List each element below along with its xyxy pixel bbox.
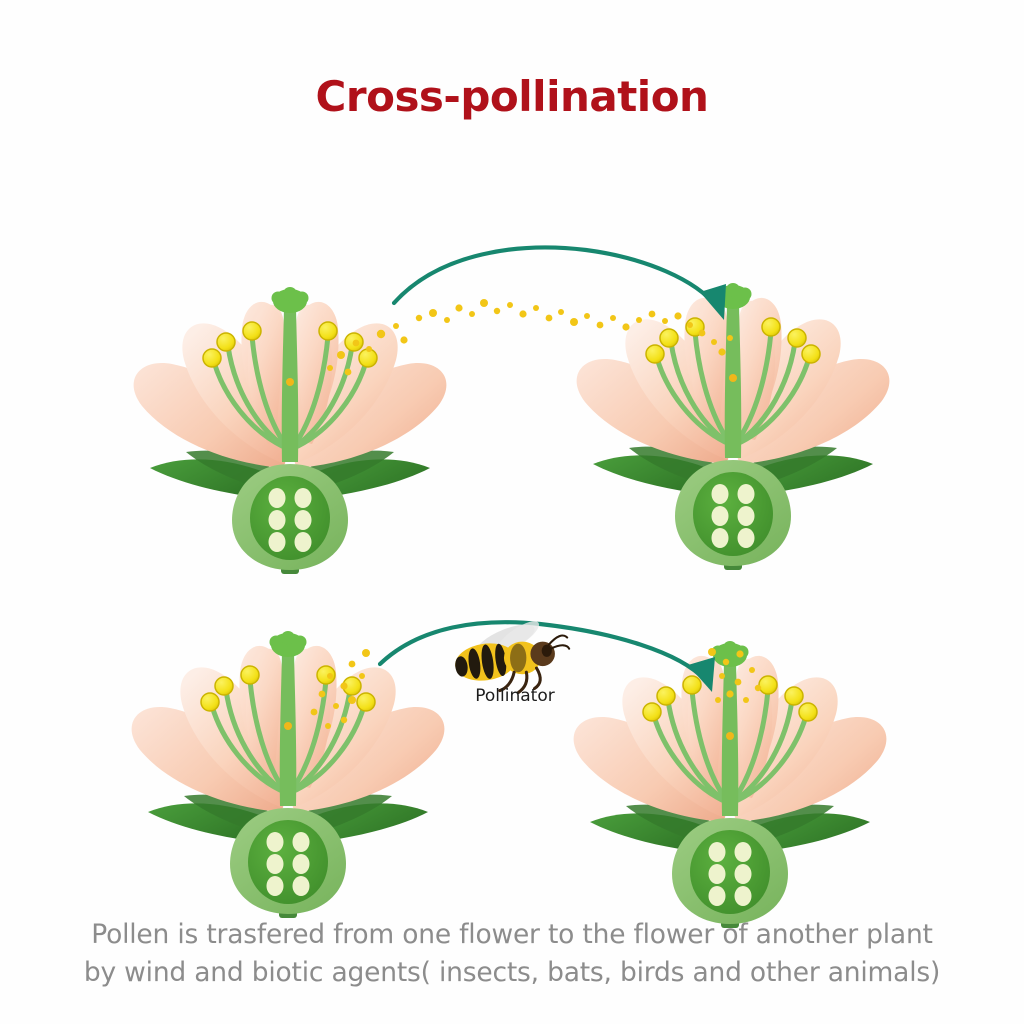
pollination-arrow-pollinator [377, 620, 715, 692]
flower-top-left [134, 287, 447, 574]
flower-top-right [577, 283, 890, 570]
page-title: Cross-pollination [315, 72, 709, 121]
flower-bottom-left [132, 631, 445, 918]
pollinator-bee-icon [455, 621, 571, 695]
flower-bottom-right [574, 641, 887, 928]
pollen-cloud-donor [310, 649, 370, 729]
caption: Pollen is trasfered from one flower to t… [0, 916, 1024, 992]
pollinator-label: Pollinator [475, 686, 555, 706]
caption-line-1: Pollen is trasfered from one flower to t… [91, 919, 933, 950]
caption-line-2: by wind and biotic agents( insects, bats… [83, 957, 941, 988]
pollination-arrow-wind [391, 245, 726, 320]
pollen-trail-wind [327, 299, 733, 376]
pollen-cloud-recipient [708, 648, 762, 703]
